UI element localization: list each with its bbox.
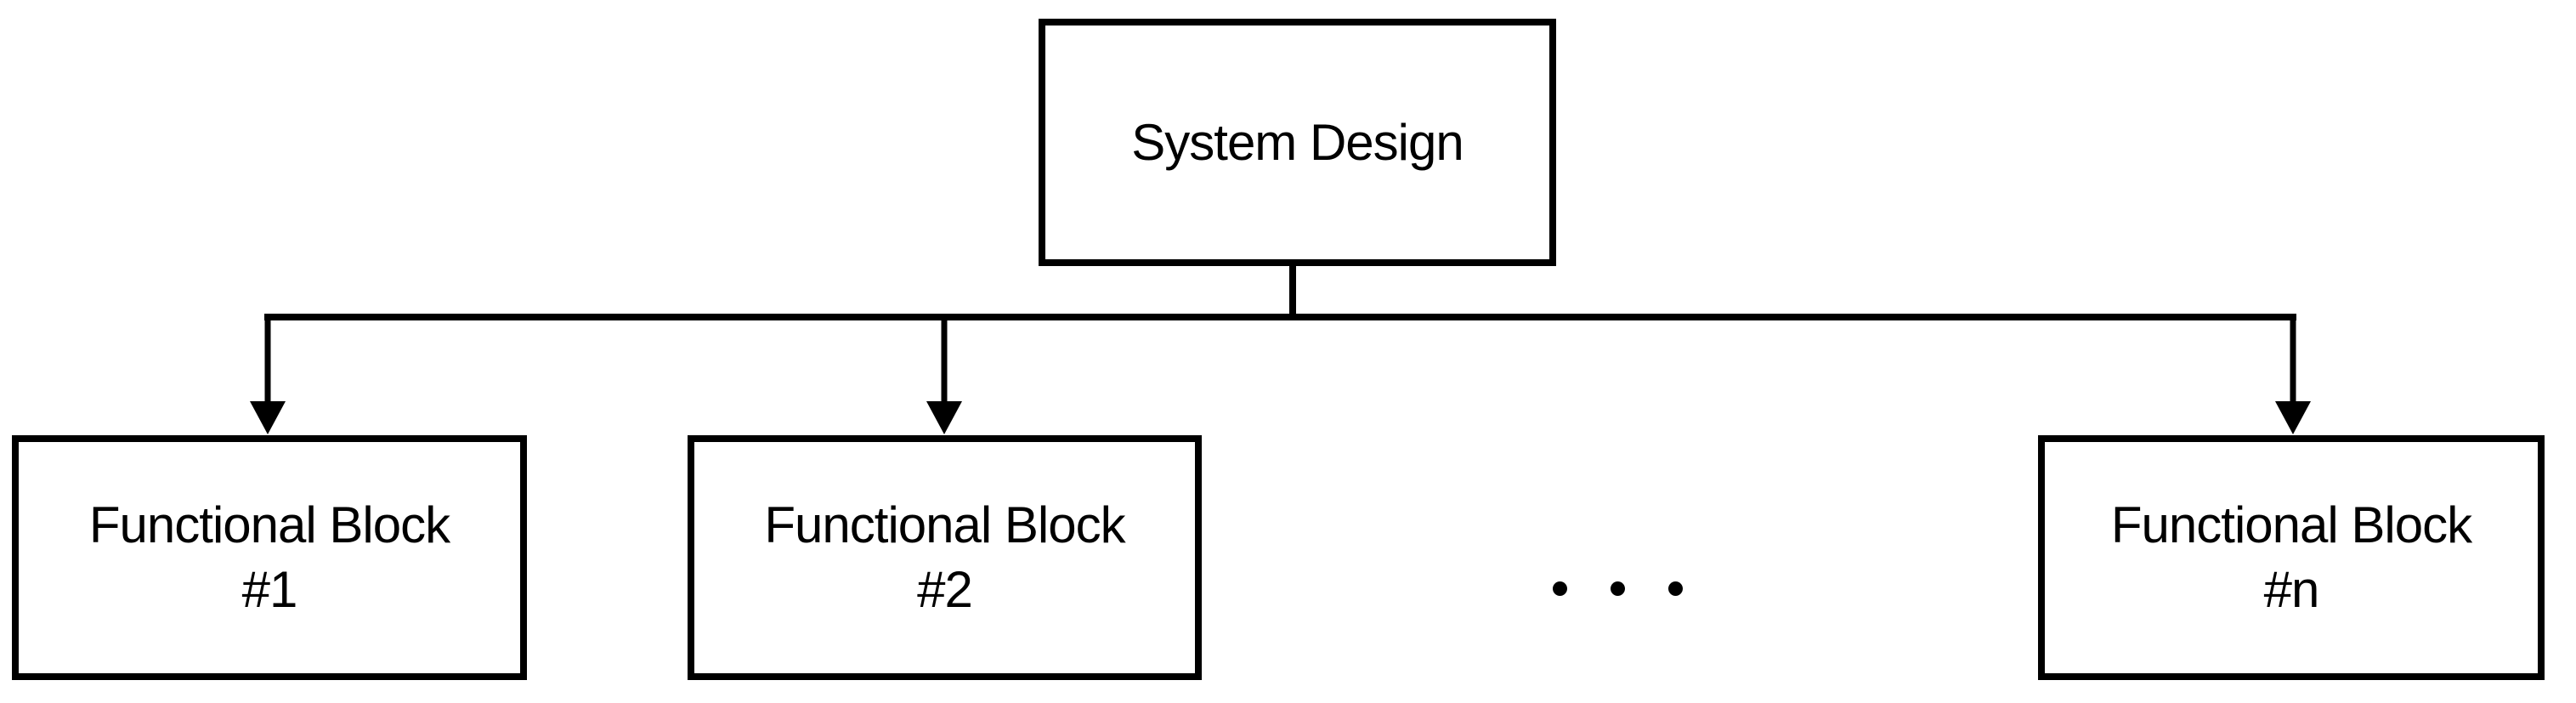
node-functional-block-n-number: #n <box>2263 561 2320 618</box>
arrowhead-down-icon <box>250 401 286 434</box>
node-functional-block-2-number: #2 <box>917 561 973 618</box>
node-system-design: System Design <box>1039 19 1556 266</box>
ellipsis-dot <box>1553 581 1567 596</box>
node-functional-block-1-label: Functional Block <box>88 496 450 553</box>
node-functional-block-n-label: Functional Block <box>2110 496 2472 553</box>
ellipsis-dot <box>1668 581 1683 596</box>
node-system-design-label: System Design <box>1131 113 1464 171</box>
node-functional-block-2-label: Functional Block <box>764 496 1125 553</box>
node-functional-block-1-number: #1 <box>241 561 298 618</box>
node-functional-block-1: Functional Block #1 <box>12 435 527 680</box>
ellipsis-icon <box>1553 581 1683 596</box>
node-functional-block-n: Functional Block #n <box>2038 435 2545 680</box>
node-functional-block-2: Functional Block #2 <box>688 435 1202 680</box>
ellipsis-dot <box>1611 581 1625 596</box>
arrowhead-down-icon <box>926 401 962 434</box>
arrowhead-down-icon <box>2275 401 2311 434</box>
